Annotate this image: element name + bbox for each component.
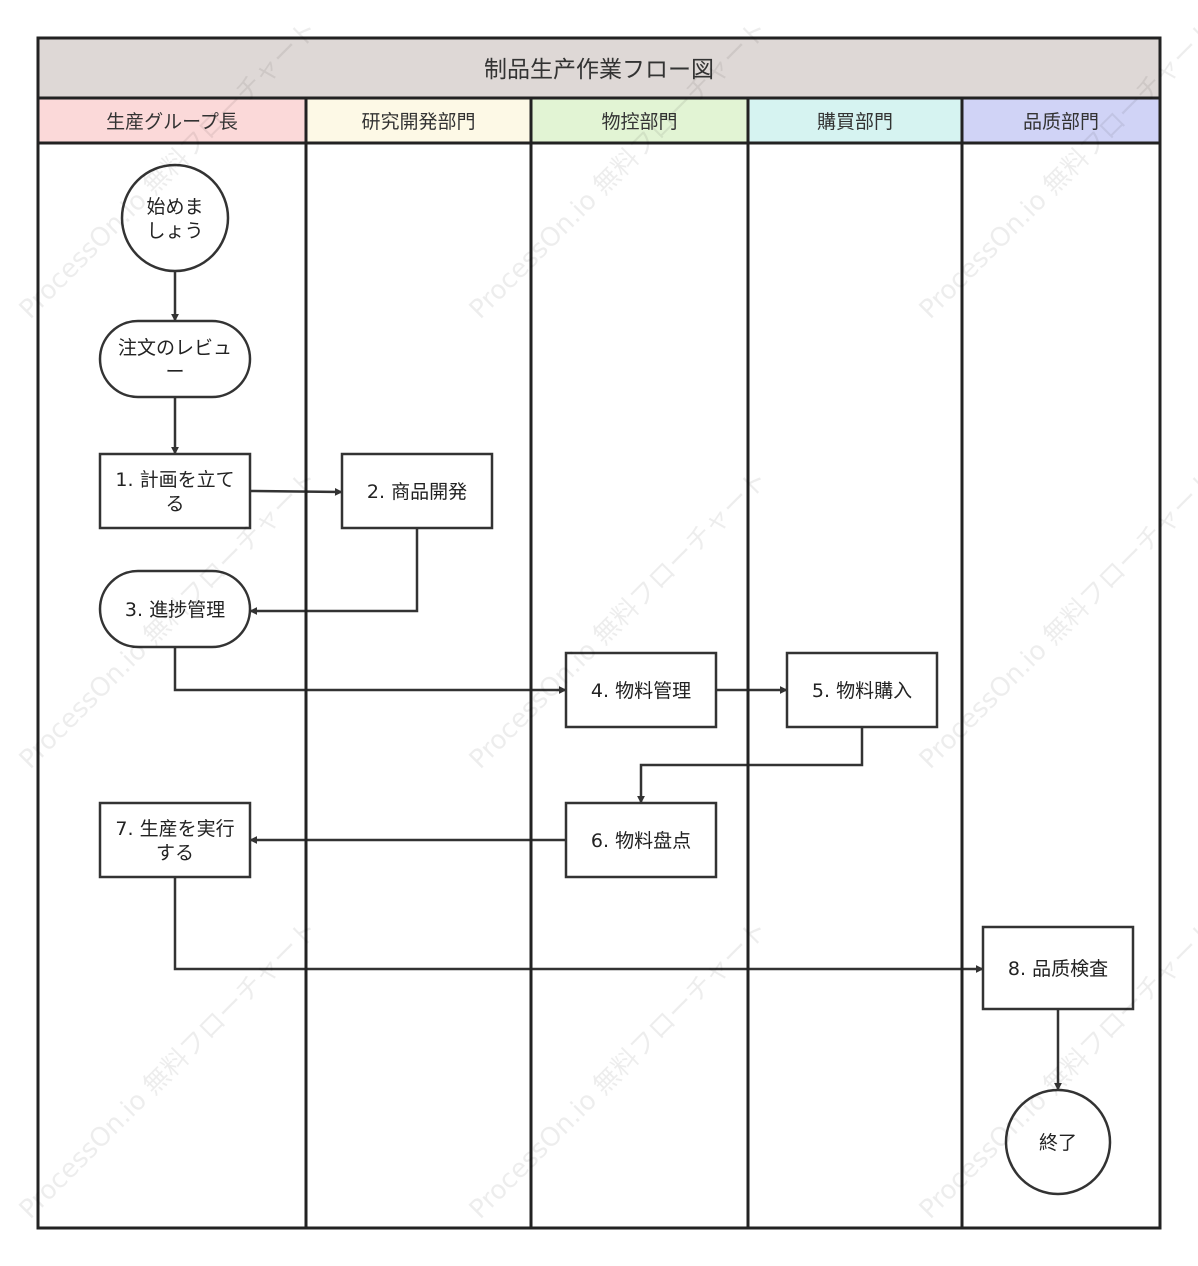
lane-label-4: 購買部門: [817, 111, 893, 133]
node-material[interactable]: 4. 物料管理: [564, 651, 718, 729]
node-material-shape: [564, 651, 718, 729]
edge-progress-material: [173, 647, 567, 694]
node-review-label: ー: [165, 361, 184, 383]
node-inspect[interactable]: 8. 品质検査: [981, 925, 1135, 1011]
node-inventory-shape: [564, 801, 718, 879]
node-plan-label: 1. 計画を立て: [115, 469, 234, 491]
node-progress-shape: [98, 569, 252, 649]
watermark-text: ProcessOn.io 無料フローチャート: [914, 465, 1198, 775]
node-purchase[interactable]: 5. 物料購入: [785, 651, 939, 729]
lane-header-1: [38, 98, 306, 143]
node-inspect-shape: [981, 925, 1135, 1011]
lane-headers: 生産グループ長 研究開発部門 物控部門 購買部門 品质部門: [38, 98, 1160, 143]
lane-header-2: [306, 98, 531, 143]
node-progress-label: 3. 進捗管理: [125, 599, 225, 621]
lane-label-3: 物控部門: [601, 111, 677, 133]
node-plan-shape: [98, 452, 252, 530]
watermark-text: ProcessOn.io 無料フローチャート: [464, 465, 774, 775]
lane-label-1: 生産グループ長: [106, 111, 238, 133]
edge-dev-progress: [249, 528, 419, 615]
node-end-label: 終了: [1039, 1132, 1077, 1154]
node-review-shape: [98, 319, 252, 399]
node-produce-label: する: [156, 842, 194, 864]
lane-label-2: 研究開発部門: [361, 111, 475, 133]
node-dev-label: 2. 商品開発: [367, 481, 467, 503]
node-start-shape: [120, 163, 230, 273]
node-dev-shape: [340, 452, 494, 530]
node-review-label: 注文のレビュ: [118, 337, 232, 359]
node-start-label: しょう: [146, 220, 203, 242]
diagram-title-bar: [38, 38, 1160, 98]
node-material-label: 4. 物料管理: [591, 680, 691, 702]
lane-label-5: 品质部門: [1023, 111, 1099, 133]
watermark-text: ProcessOn.io 無料フローチャート: [14, 915, 324, 1225]
node-inspect-label: 8. 品质検査: [1008, 958, 1108, 980]
diagram-title: 制品生产作業フロー図: [484, 57, 714, 83]
frame: [36, 36, 1162, 1230]
node-dev[interactable]: 2. 商品開発: [340, 452, 494, 530]
edge-plan-dev: [249, 487, 343, 496]
node-end[interactable]: 終了: [1004, 1088, 1112, 1196]
node-end-shape: [1004, 1088, 1112, 1196]
edge-purchase-inventory: [637, 727, 864, 804]
node-start-label: 始めま: [146, 196, 203, 218]
node-purchase-shape: [785, 651, 939, 729]
node-produce-label: 7. 生産を実行: [115, 818, 234, 840]
edge-produce-inspect: [173, 877, 984, 973]
node-inventory[interactable]: 6. 物料盘点: [564, 801, 718, 879]
node-progress[interactable]: 3. 進捗管理: [98, 569, 252, 649]
node-inventory-label: 6. 物料盘点: [591, 830, 691, 852]
lane-header-4: [748, 98, 962, 143]
lane-header-3: [531, 98, 748, 143]
node-produce-shape: [98, 801, 252, 879]
lane-header-5: [962, 98, 1160, 143]
watermark-text: ProcessOn.io 無料フローチャート: [464, 915, 774, 1225]
node-purchase-label: 5. 物料購入: [812, 680, 912, 702]
outer-border: [36, 36, 1162, 1230]
node-plan-label: る: [165, 493, 184, 515]
